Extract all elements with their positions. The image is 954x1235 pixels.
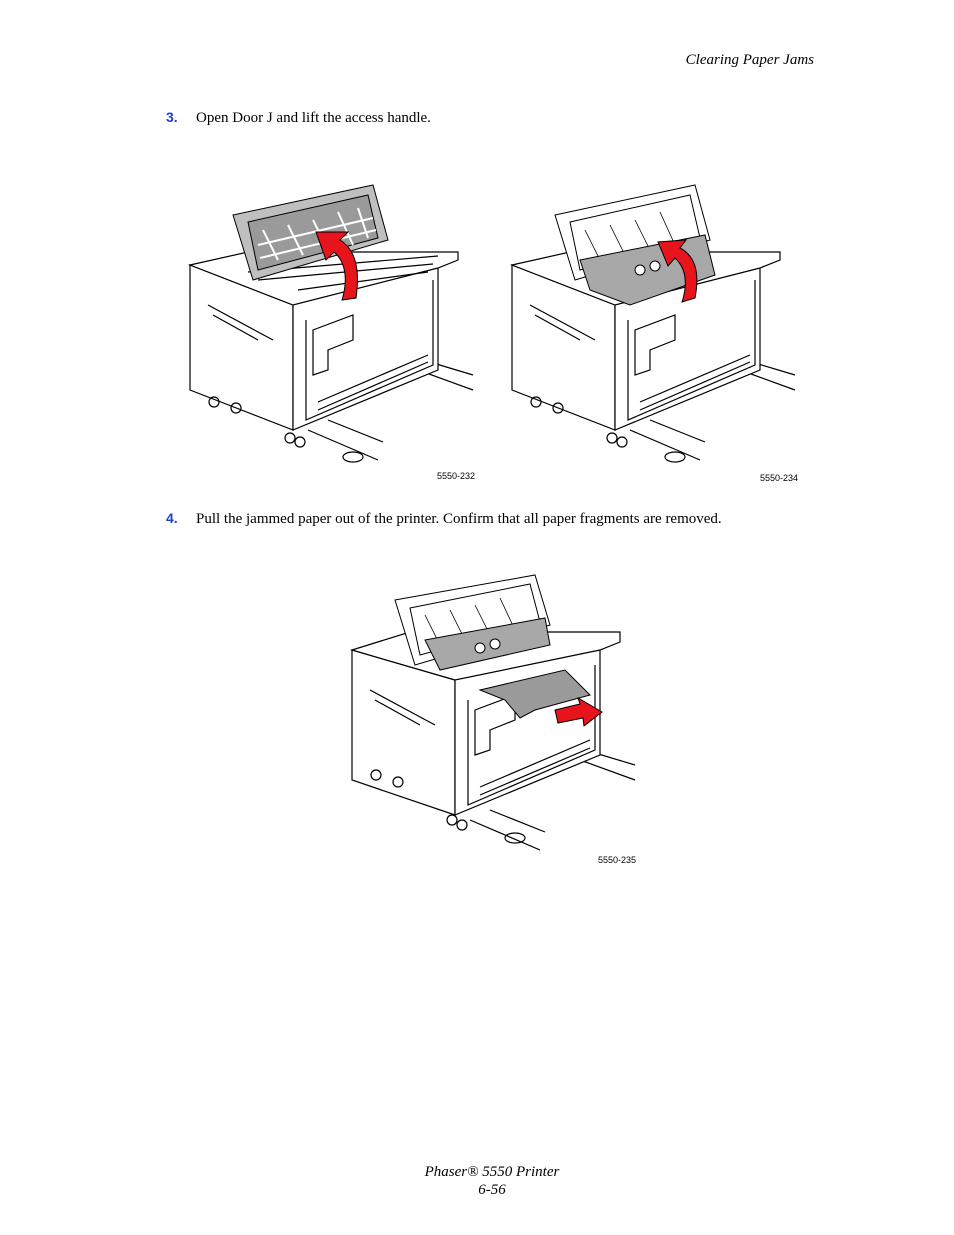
figure-id: 5550-234 [760,473,799,483]
lift-arrow [657,239,698,303]
step-text: Open Door J and lift the access handle. [196,110,431,126]
step-3: 3. Open Door J and lift the access handle… [166,109,431,127]
step-4: 4. Pull the jammed paper out of the print… [166,510,722,528]
step-number: 4. [166,510,178,526]
step-text: Pull the jammed paper out of the printer… [196,511,722,527]
printer-handle-lifted-illustration [510,184,796,463]
page-number: 6-56 [478,1182,506,1198]
figure-id: 5550-235 [598,855,637,865]
step-number: 3. [166,109,178,125]
printer-remove-paper-illustration [350,574,636,851]
pull-arrow [554,696,603,727]
section-title: Clearing Paper Jams [685,52,814,68]
printer-door-open-illustration [188,184,474,463]
page-footer: Phaser® 5550 Printer 6-56 [0,1163,954,1199]
lift-arrow [315,231,358,301]
page-header: Clearing Paper Jams [686,52,814,69]
product-name: Phaser® 5550 Printer [424,1164,560,1180]
figure-id: 5550-232 [437,471,476,481]
